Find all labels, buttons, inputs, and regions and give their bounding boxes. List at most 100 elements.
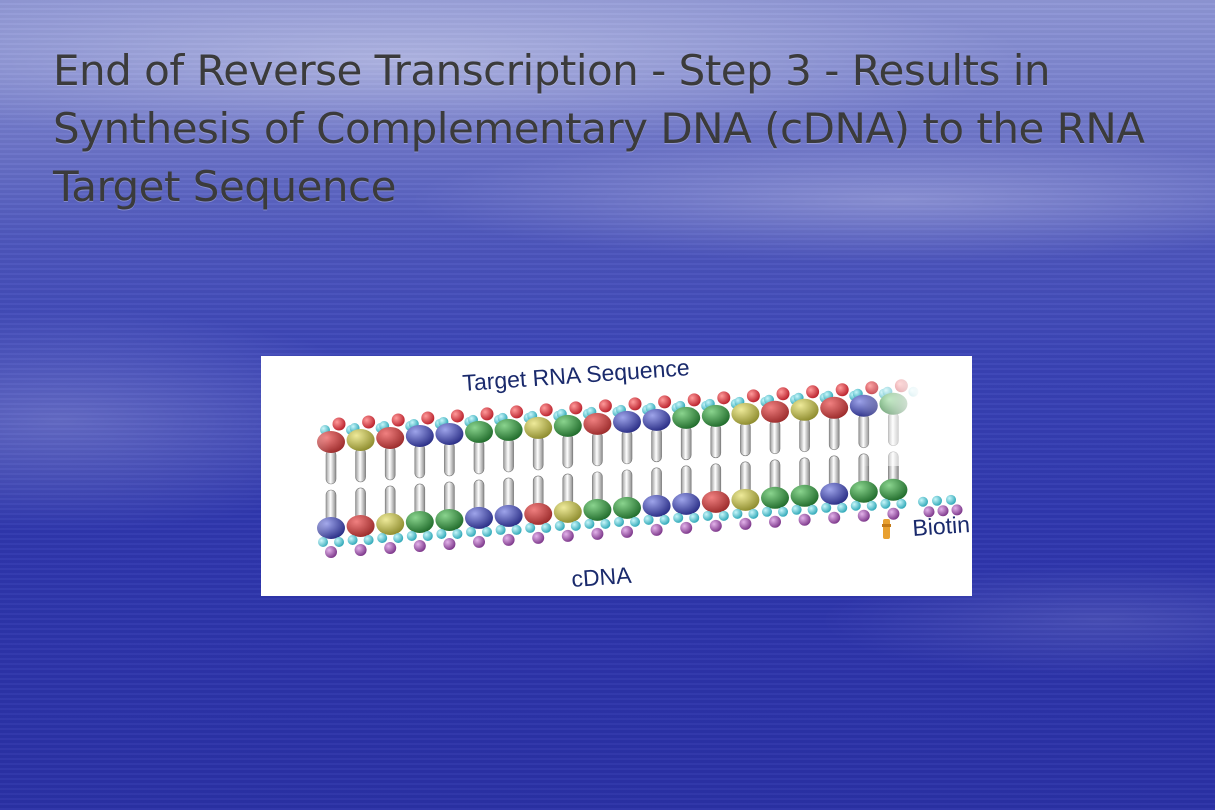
nucleobase (376, 426, 405, 449)
phosphate-sphere (466, 526, 476, 537)
base-pair-rung (651, 427, 662, 463)
phosphate-sphere (791, 504, 802, 515)
nucleobase (435, 422, 464, 445)
base-pair-rung (710, 423, 722, 459)
nucleobase (701, 404, 730, 427)
phosphate-sphere (511, 524, 522, 535)
ribose-sphere (776, 387, 790, 401)
nucleobase (879, 478, 908, 501)
phosphate-sphere (866, 500, 877, 511)
ribose-sphere (658, 395, 672, 409)
phosphate-sphere (778, 506, 788, 517)
left-fade (261, 396, 331, 586)
nucleobase (465, 420, 493, 443)
phosphate-sphere (541, 522, 552, 533)
deoxyribose-sphere (769, 515, 781, 528)
biotin-label: Biotin (912, 511, 971, 541)
phosphate-sphere (880, 498, 891, 509)
phosphate-sphere (702, 510, 713, 521)
ribose-sphere (450, 409, 464, 423)
ribose-sphere (391, 413, 405, 427)
phosphate-sphere (718, 510, 729, 521)
slide-title: End of Reverse Transcription - Step 3 - … (53, 46, 1145, 211)
phosphate-sphere (932, 495, 942, 506)
base-pair-rung (532, 435, 544, 471)
biotin-tag-icon (882, 519, 891, 539)
phosphate-sphere (334, 537, 344, 547)
nucleobase (346, 428, 375, 451)
base-pair-rung (503, 437, 514, 473)
target-rna-strand (317, 379, 919, 453)
phosphate-sphere (659, 514, 670, 525)
deoxyribose-sphere (709, 519, 722, 532)
base-pair-rung (592, 431, 603, 467)
base-pair-rung (414, 443, 426, 479)
deoxyribose-sphere (621, 525, 633, 538)
nucleobase (790, 484, 819, 507)
base-pair-rung (384, 445, 396, 481)
ribose-sphere (362, 415, 376, 429)
deoxyribose-sphere (413, 539, 426, 552)
phosphate-sphere (896, 498, 907, 509)
base-pair-rung (769, 419, 781, 455)
deoxyribose-sphere (739, 517, 752, 530)
deoxyribose-sphere (443, 537, 456, 550)
phosphate-sphere (837, 502, 848, 513)
phosphate-sphere (732, 508, 743, 519)
cdna-label: cDNA (571, 562, 633, 592)
deoxyribose-sphere (473, 535, 485, 548)
phosphate-sphere (689, 512, 700, 523)
ribose-sphere (717, 391, 731, 405)
nucleobase (849, 480, 878, 503)
nucleobase (761, 400, 789, 423)
nucleobase (761, 486, 789, 509)
phosphate-sphere (347, 534, 358, 545)
nucleobase (524, 416, 553, 439)
phosphate-sphere (762, 506, 772, 517)
nucleobase (642, 408, 671, 431)
deoxyribose-sphere (502, 533, 515, 546)
phosphate-sphere (406, 530, 417, 541)
nucleobase (642, 494, 671, 517)
base-pair-rung (828, 415, 840, 451)
deoxyribose-sphere (354, 543, 367, 556)
deoxyribose-sphere (532, 531, 545, 544)
nucleobase (553, 414, 582, 437)
phosphate-sphere (918, 496, 928, 507)
ribose-sphere (510, 405, 524, 419)
deoxyribose-sphere (937, 505, 949, 517)
phosphate-sphere (807, 504, 818, 515)
phosphate-sphere (673, 512, 684, 523)
phosphate-sphere (600, 518, 611, 529)
deoxyribose-sphere (384, 541, 397, 554)
ribose-sphere (835, 383, 849, 397)
phosphate-sphere (495, 524, 506, 535)
deoxyribose-sphere (857, 509, 870, 522)
ribose-sphere (480, 407, 494, 421)
phosphate-sphere (748, 508, 759, 519)
nucleobase (672, 492, 701, 515)
cdna-rna-hybrid-diagram: Target RNA Sequence cDNA Biotin (261, 354, 972, 596)
phosphate-sphere (436, 528, 447, 539)
nucleobase (405, 510, 434, 533)
ribose-sphere (421, 411, 435, 425)
phosphate-sphere (554, 520, 565, 531)
nucleobase (524, 502, 553, 525)
phosphate-sphere (614, 516, 624, 527)
nucleobase (346, 514, 375, 537)
nucleobase (583, 498, 612, 521)
cdna-strand (317, 478, 963, 558)
phosphate-sphere (363, 534, 374, 545)
nucleobase (465, 506, 493, 529)
phosphate-sphere (452, 528, 463, 539)
ribose-sphere (806, 385, 820, 399)
phosphate-sphere (584, 518, 595, 529)
ribose-sphere (598, 399, 612, 413)
ribose-sphere (539, 403, 553, 417)
phosphate-sphere (525, 522, 536, 533)
ribose-sphere (628, 397, 642, 411)
ribose-sphere (746, 389, 760, 403)
nucleobase (820, 396, 849, 419)
nucleobase (613, 410, 641, 433)
nucleobase (494, 418, 523, 441)
